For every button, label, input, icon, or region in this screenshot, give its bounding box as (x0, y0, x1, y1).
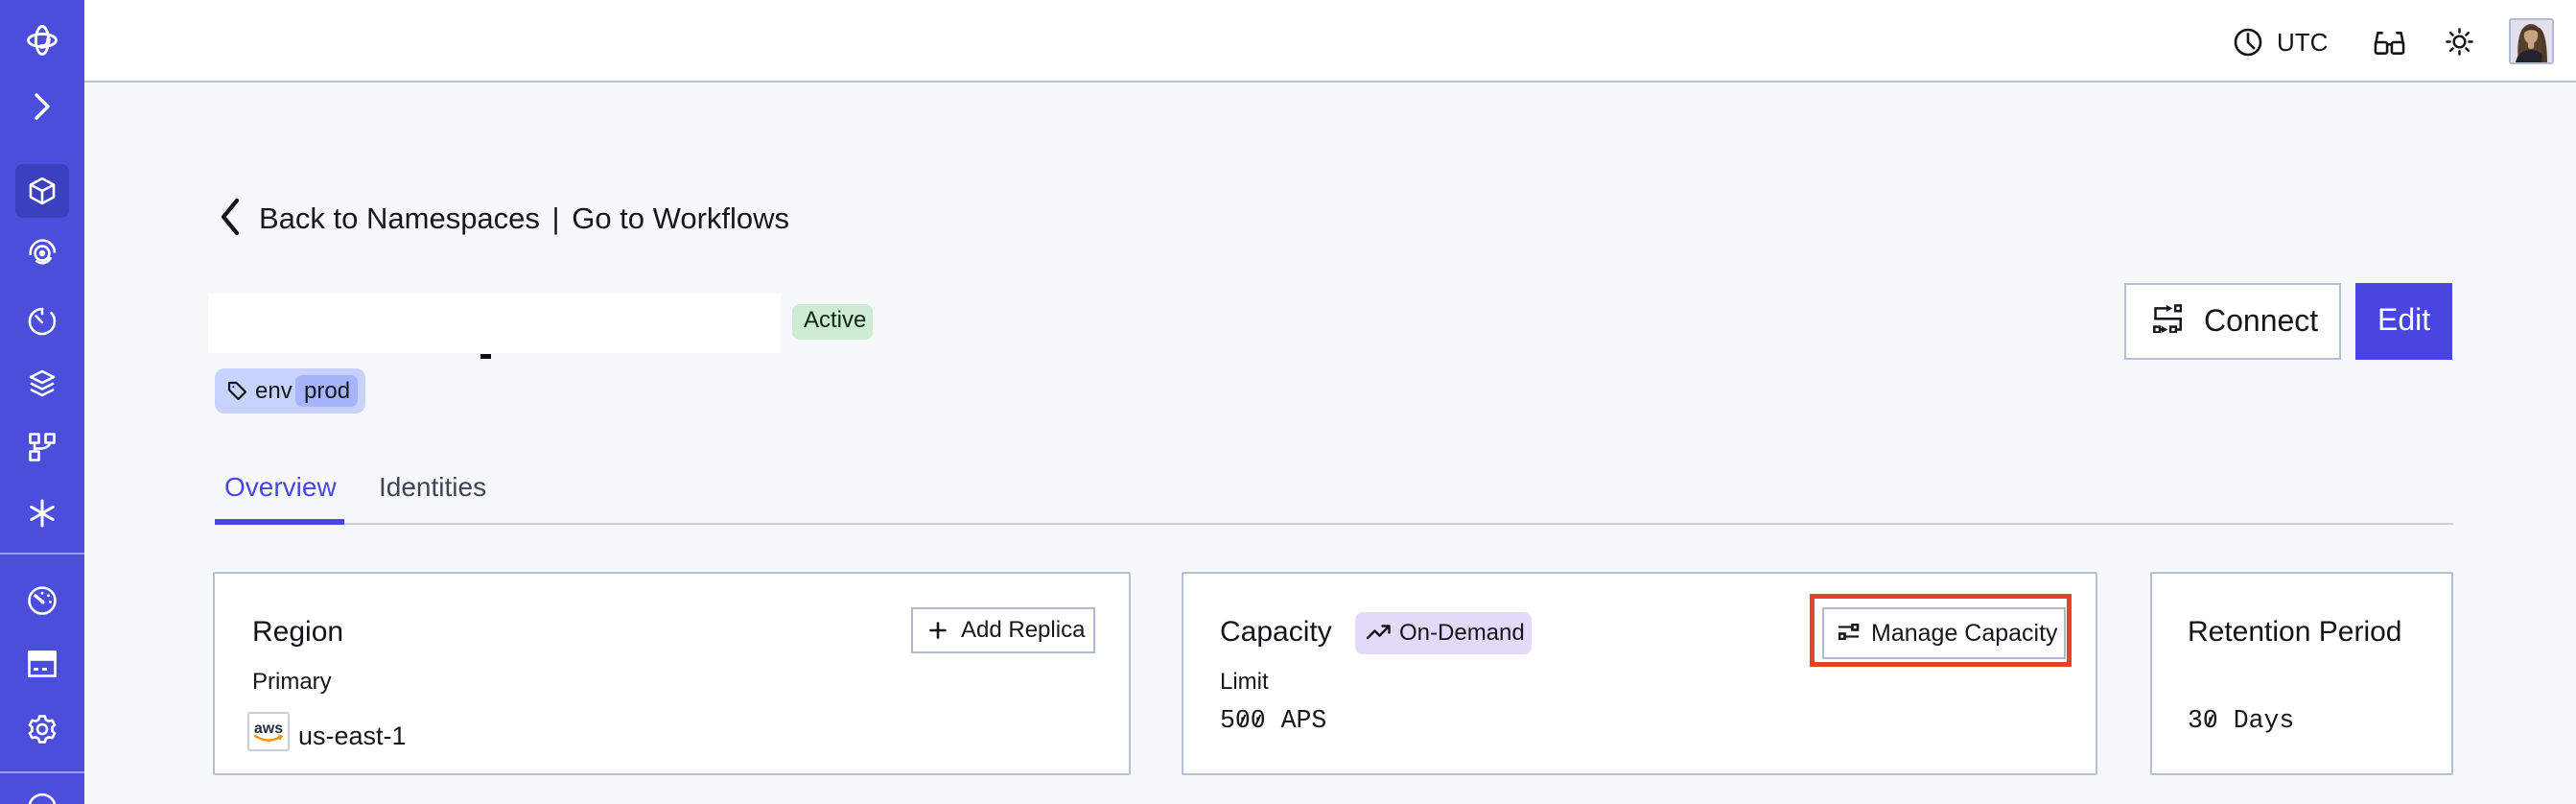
svg-text:aws: aws (254, 721, 283, 737)
